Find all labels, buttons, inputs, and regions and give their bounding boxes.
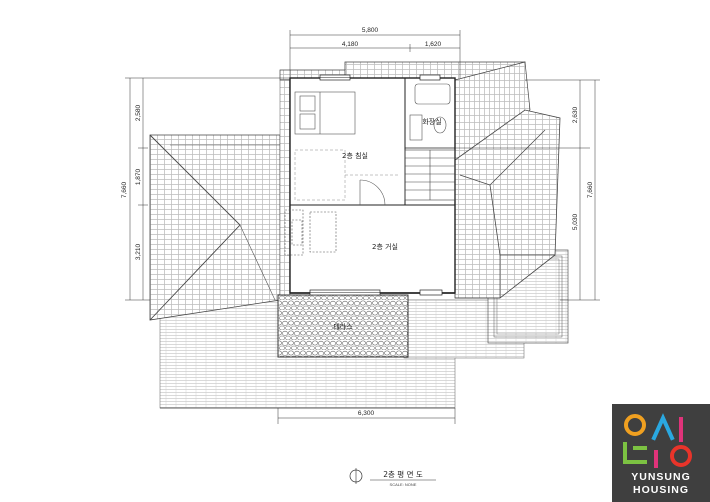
dashed-guides <box>294 149 400 201</box>
bed <box>294 91 356 135</box>
dim-top-total: 5,800 <box>362 27 379 34</box>
label-bedroom: 2층 침실 <box>342 151 368 160</box>
bedroom-door <box>359 179 386 206</box>
dim-right-lower: 5,030 <box>572 213 579 230</box>
terrace-area <box>277 294 409 358</box>
dim-top-left: 4,180 <box>342 41 359 48</box>
dimension-lines <box>125 30 600 424</box>
label-bathroom: 화장실 <box>422 117 441 126</box>
logo-text-yunsung: YUNSUNG <box>631 471 691 483</box>
dim-left-middle: 1,870 <box>135 168 142 185</box>
bathroom-fixtures <box>409 83 451 141</box>
label-living: 2층 거실 <box>372 242 398 251</box>
room-labels: 2층 침실 2층 거실 화장실 테라스 <box>333 117 441 331</box>
stairs <box>404 149 456 201</box>
dim-right-upper: 2,630 <box>572 106 579 123</box>
sofa-set <box>284 209 337 256</box>
label-terrace: 테라스 <box>333 322 353 331</box>
dim-left-upper: 2,580 <box>135 104 142 121</box>
roof-left <box>149 134 281 321</box>
logo-text-housing: HOUSING <box>632 484 689 496</box>
yunsung-housing-logo: YUNSUNG HOUSING <box>612 404 710 502</box>
logo-mark-icon <box>623 413 692 468</box>
dim-right-total: 7,660 <box>587 181 594 198</box>
plan-title: 2층 평 면 도 <box>383 469 423 479</box>
dim-left-total: 7,660 <box>121 181 128 198</box>
dim-bottom: 6,300 <box>358 410 375 417</box>
dim-top-right: 1,620 <box>425 41 442 48</box>
dim-left-lower: 3,210 <box>135 243 142 260</box>
dimension-labels: 5,800 4,180 1,620 7,660 2,580 1,870 3,21… <box>121 27 594 417</box>
drawing-title: 2층 평 면 도 SCALE: NONE <box>349 468 436 487</box>
plan-scale: SCALE: NONE <box>390 482 417 487</box>
